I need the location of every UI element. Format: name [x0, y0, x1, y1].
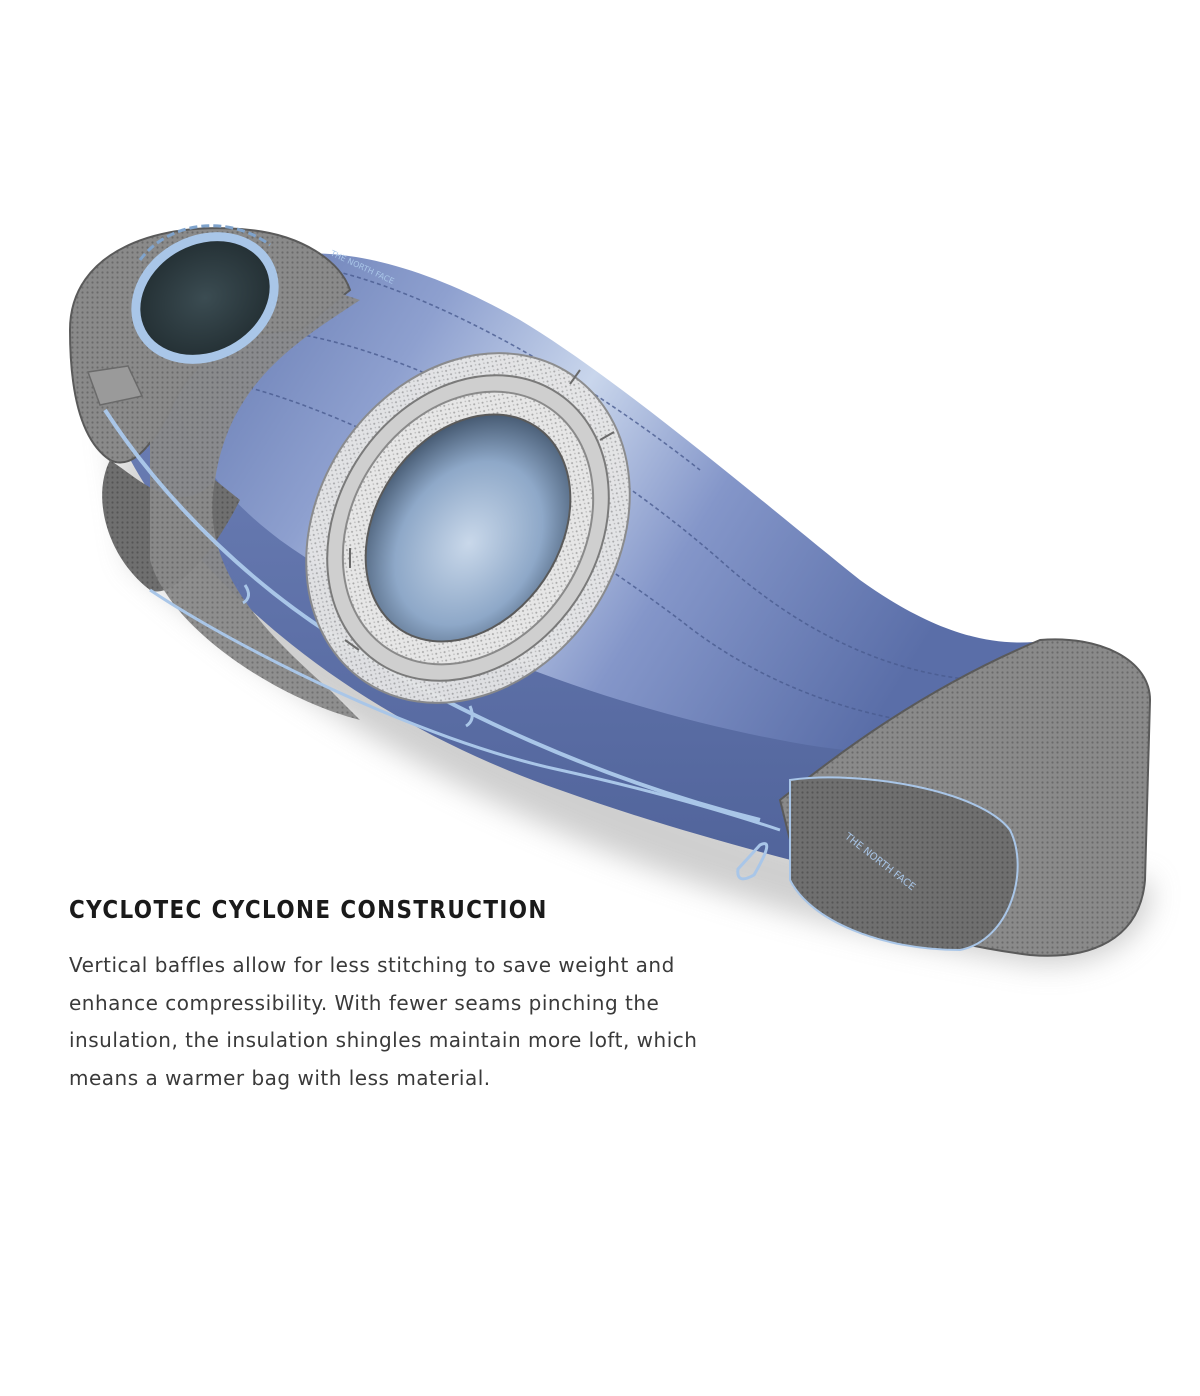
baffle-shingle-marks — [344, 369, 615, 651]
side-panel — [150, 290, 360, 720]
foot-box-end — [789, 776, 1019, 952]
feature-title: CYCLOTEC CYCLONE CONSTRUCTION — [69, 895, 548, 924]
zipper-pulls — [242, 584, 769, 881]
hood-drawcord — [138, 224, 271, 261]
zipper-trim-lower — [149, 588, 781, 832]
baffle-stitching — [214, 269, 1041, 731]
cross-section-opening — [364, 413, 572, 643]
hood-tab — [86, 365, 144, 406]
hood-opening — [131, 232, 279, 364]
feature-block: CYCLOTEC CYCLONE CONSTRUCTION Vertical b… — [69, 893, 789, 1097]
feature-description: Vertical baffles allow for less stitchin… — [69, 953, 698, 1090]
